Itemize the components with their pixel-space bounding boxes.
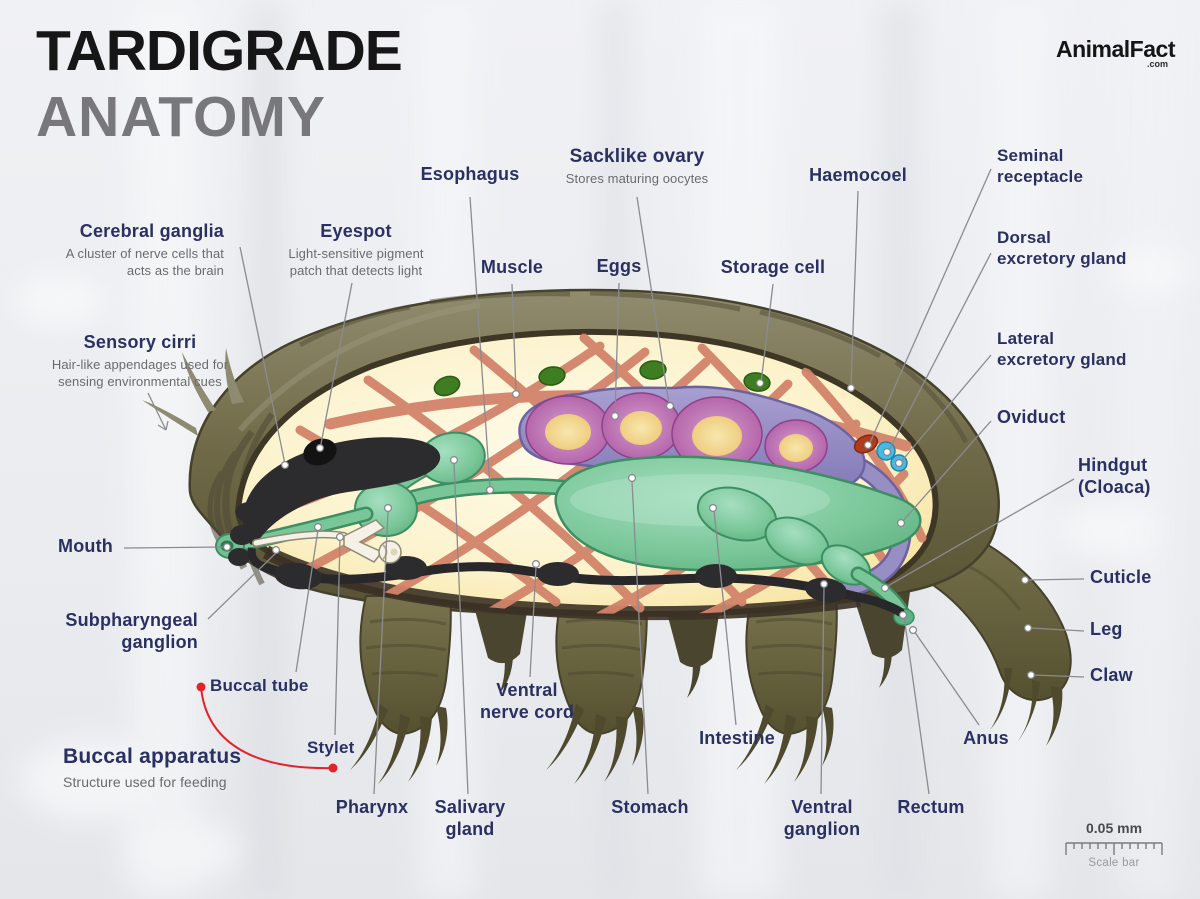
label-anus: Anus — [963, 728, 1009, 748]
label-stylet: Stylet — [307, 738, 355, 757]
label-subpharyngeal-ganglion: Subpharyngeal ganglion — [65, 610, 198, 652]
label-pharynx: Pharynx — [335, 797, 409, 817]
label-storage-cell: Storage cell — [720, 257, 826, 277]
label-eggs: Eggs — [596, 256, 642, 276]
brand-logo: AnimalFact .com — [1056, 36, 1175, 69]
body-segments — [298, 290, 969, 444]
claw-shape — [1046, 686, 1063, 746]
claw-shape — [1016, 680, 1040, 744]
label-lateral-excretory-gland: Lateral excretory gland — [997, 329, 1127, 369]
buccal-apparatus-accent — [196, 682, 338, 773]
ventral-nerve-cord-shape — [247, 547, 905, 617]
label-cuticle: Cuticle — [1090, 567, 1152, 587]
label-ventral-nerve-cord: Ventral nerve cord — [479, 680, 575, 722]
label-salivary-gland: Salivary gland — [434, 797, 506, 839]
page-title: TARDIGRADE — [36, 19, 403, 83]
label-esophagus: Esophagus — [420, 164, 520, 184]
label-hindgut: Hindgut (Cloaca) — [1078, 455, 1151, 497]
body-highlight — [237, 302, 481, 433]
label-mouth: Mouth — [58, 536, 113, 556]
label-stomach: Stomach — [611, 797, 689, 817]
eggs-shapes — [525, 392, 828, 473]
scale-bar-value: 0.05 mm — [1085, 820, 1143, 836]
label-dorsal-excretory-gland: Dorsal excretory gland — [997, 228, 1127, 268]
page-subtitle: ANATOMY — [36, 85, 326, 149]
label-ventral-ganglion: Ventral ganglion — [783, 797, 861, 839]
label-seminal-receptacle: Seminal receptacle — [997, 146, 1084, 186]
label-intestine: Intestine — [699, 728, 775, 748]
leader-dots — [223, 379, 1035, 679]
label-claw: Claw — [1090, 665, 1133, 685]
label-haemocoel: Haemocoel — [809, 165, 907, 185]
scale-ruler — [1065, 842, 1163, 855]
scale-bar-label: Scale bar — [1088, 857, 1140, 869]
leader-lines — [123, 168, 1085, 795]
label-oviduct: Oviduct — [997, 407, 1066, 427]
ventral-ganglion-shape — [805, 577, 847, 603]
brand-name: AnimalFact — [1056, 36, 1175, 62]
label-muscle: Muscle — [480, 257, 544, 277]
label-rectum: Rectum — [897, 797, 965, 817]
label-leg: Leg — [1090, 619, 1123, 639]
brand-tld: .com — [1146, 59, 1168, 69]
claw-shape — [990, 668, 1012, 730]
label-buccal-tube: Buccal tube — [210, 676, 309, 695]
